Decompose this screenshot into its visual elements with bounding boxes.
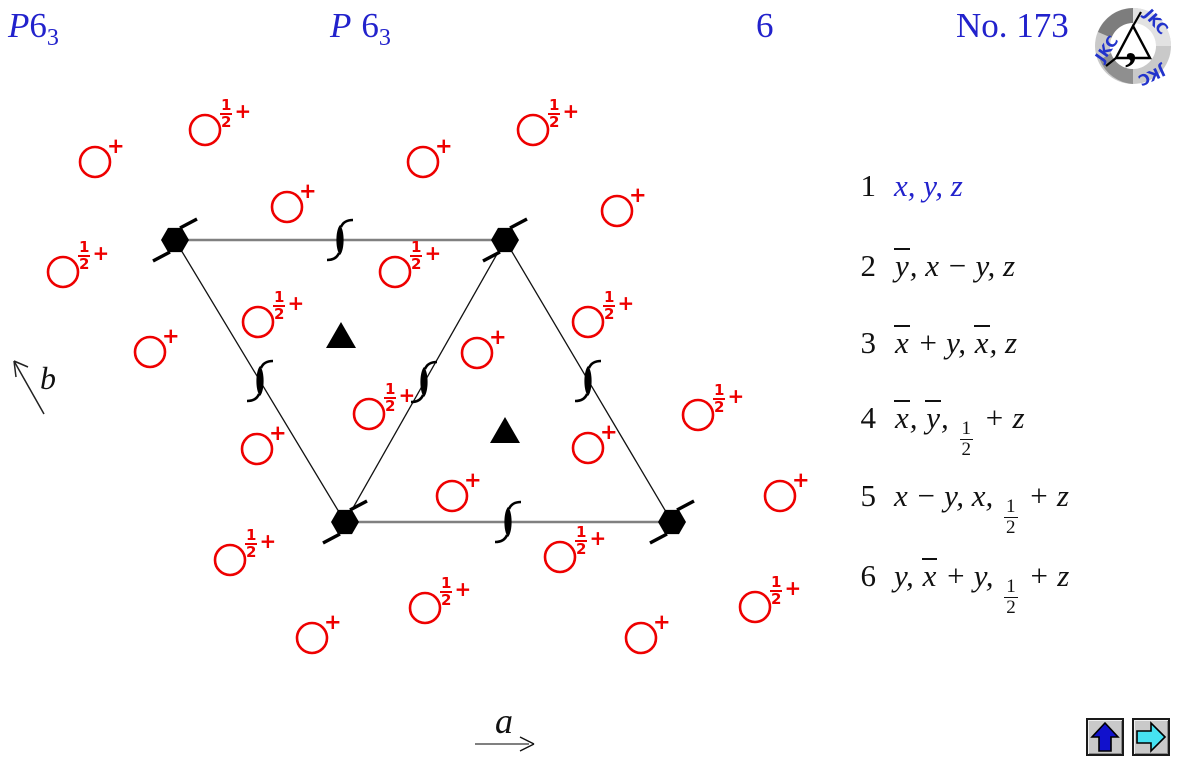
atom-circle bbox=[295, 621, 329, 655]
sixfold-screw-axis-symbol bbox=[482, 217, 528, 263]
position-number: 4 bbox=[860, 400, 877, 435]
atom-height-label: + bbox=[600, 420, 618, 444]
up-arrow-icon bbox=[1090, 721, 1120, 752]
atom-circle bbox=[681, 398, 715, 432]
atom-height-label: + bbox=[299, 179, 317, 203]
atom-height-label: + bbox=[653, 610, 671, 634]
position-item-3: 3 x + y, x, z bbox=[846, 325, 1017, 361]
position-formula: y, x − y, z bbox=[894, 248, 1016, 283]
sixfold-screw-axis-symbol bbox=[152, 217, 198, 263]
b-axis-arrowhead bbox=[13, 360, 29, 368]
atom-circle bbox=[516, 113, 550, 147]
atom-circle bbox=[241, 305, 275, 339]
twofold-screw-axis-symbol bbox=[410, 360, 438, 404]
a-axis-arrowhead bbox=[519, 743, 535, 752]
atom-circle bbox=[460, 336, 494, 370]
atom-height-label: + bbox=[107, 134, 125, 158]
atom-circle bbox=[213, 543, 247, 577]
atom-circle bbox=[133, 335, 167, 369]
b-axis-line bbox=[13, 360, 45, 415]
atom-circle bbox=[46, 255, 80, 289]
twofold-screw-axis-symbol bbox=[574, 359, 602, 403]
atom-circle bbox=[763, 479, 797, 513]
atom-circle bbox=[378, 255, 412, 289]
position-item-1: 1 x, y, z bbox=[846, 168, 963, 204]
position-number: 2 bbox=[860, 248, 877, 283]
position-number: 3 bbox=[860, 325, 877, 360]
atom-height-label: + bbox=[464, 468, 482, 492]
twofold-screw-axis-symbol bbox=[494, 500, 522, 544]
atom-height-label: + bbox=[435, 134, 453, 158]
b-axis-label: b bbox=[40, 360, 56, 396]
position-number: 5 bbox=[860, 478, 877, 513]
logo-comma: , bbox=[1125, 18, 1137, 71]
logo-triangle bbox=[1114, 23, 1152, 60]
threefold-axis-symbol bbox=[326, 322, 356, 348]
spacegroup-symbol-short: P63 bbox=[8, 6, 59, 51]
atom-height-label: + bbox=[324, 610, 342, 634]
twofold-screw-axis-symbol bbox=[326, 218, 354, 262]
atom-circle bbox=[270, 190, 304, 224]
atom-circle bbox=[624, 621, 658, 655]
nav-forward-button[interactable] bbox=[1132, 718, 1170, 756]
threefold-axis-symbol bbox=[490, 417, 520, 443]
position-formula: x, y, z bbox=[894, 168, 963, 203]
right-arrow-icon bbox=[1136, 721, 1167, 753]
twofold-screw-axis-symbol bbox=[246, 359, 274, 403]
a-axis-label: a bbox=[495, 701, 513, 741]
sixfold-screw-axis-symbol bbox=[322, 499, 368, 545]
atom-height-label: + bbox=[489, 325, 507, 349]
point-group-label: 6 bbox=[756, 6, 774, 45]
atom-height-label: + bbox=[162, 324, 180, 348]
atom-height-label: + bbox=[629, 183, 647, 207]
atom-circle bbox=[738, 590, 772, 624]
atom-circle bbox=[188, 113, 222, 147]
atom-circle bbox=[600, 194, 634, 228]
jkc-logo: JKC JKC JKC , bbox=[1091, 5, 1172, 89]
atom-circle bbox=[352, 397, 386, 431]
atom-circle bbox=[408, 591, 442, 625]
spacegroup-lattice-letter: P bbox=[8, 6, 30, 45]
atom-circle bbox=[571, 431, 605, 465]
a-axis-arrowhead bbox=[519, 736, 535, 745]
nav-up-button[interactable] bbox=[1086, 718, 1124, 756]
atom-height-label: + bbox=[269, 421, 287, 445]
b-axis-arrowhead bbox=[13, 360, 17, 378]
atom-circle bbox=[543, 540, 577, 574]
position-item-2: 2 y, x − y, z bbox=[846, 248, 1015, 284]
position-number: 1 bbox=[860, 168, 877, 203]
atom-circle bbox=[435, 479, 469, 513]
unit-cell-diagram bbox=[13, 113, 797, 752]
position-number: 6 bbox=[860, 558, 877, 593]
sixfold-screw-axis-symbol bbox=[649, 499, 695, 545]
position-formula: x + y, x, z bbox=[894, 325, 1018, 360]
atom-circle bbox=[78, 145, 112, 179]
atom-circle bbox=[571, 305, 605, 339]
atom-circle bbox=[406, 145, 440, 179]
atom-circle bbox=[240, 432, 274, 466]
spacegroup-number: No. 173 bbox=[956, 6, 1069, 45]
atom-height-label: + bbox=[792, 468, 810, 492]
